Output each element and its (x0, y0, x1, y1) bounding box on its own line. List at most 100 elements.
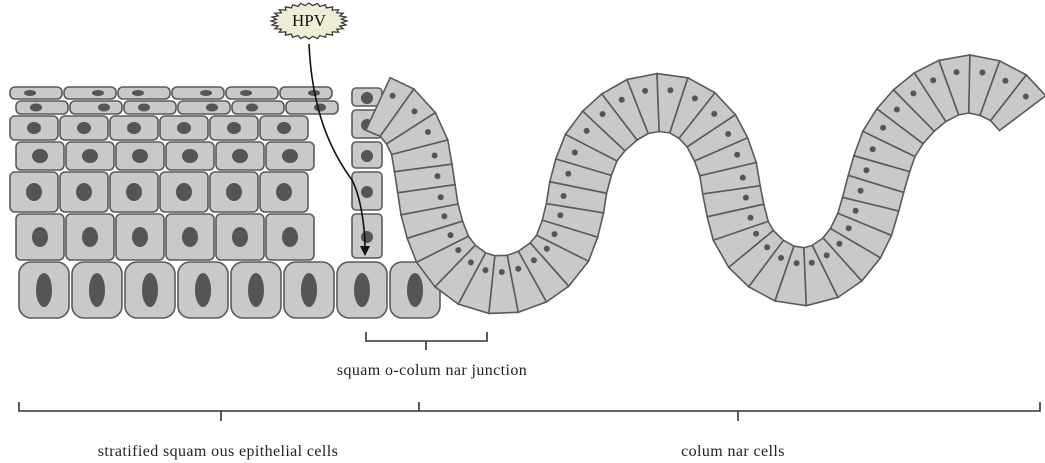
cell-nucleus (227, 122, 241, 134)
cell-nucleus (138, 104, 150, 112)
cell-nucleus (246, 104, 258, 112)
cell-nucleus (132, 149, 148, 163)
cell-nucleus (448, 232, 454, 238)
cell-nucleus (619, 97, 625, 103)
cell-nucleus (600, 111, 606, 117)
cell-nucleus (435, 173, 441, 179)
cell-nucleus (432, 153, 438, 159)
cell-nucleus (894, 107, 900, 113)
cell-nucleus (764, 244, 770, 250)
cell-nucleus (182, 149, 198, 163)
cell-nucleus (142, 273, 158, 307)
squamous-cell (280, 87, 332, 99)
cell-nucleus (127, 122, 141, 134)
cell-nucleus (82, 227, 98, 247)
cell-nucleus (531, 257, 537, 263)
cell-nucleus (412, 108, 418, 114)
cell-nucleus (557, 212, 563, 218)
junction-label: squam o-colum nar junction (337, 362, 527, 379)
cell-nucleus (468, 259, 474, 265)
cell-nucleus (863, 167, 869, 173)
cell-nucleus (809, 260, 815, 266)
cell-nucleus (544, 246, 550, 252)
squamous-cell (64, 87, 116, 99)
cell-nucleus (126, 183, 142, 201)
cell-nucleus (132, 90, 144, 96)
squamous-cell (286, 101, 338, 114)
cell-nucleus (753, 231, 759, 237)
cell-nucleus (711, 111, 717, 117)
cell-nucleus (667, 87, 673, 93)
cell-nucleus (858, 188, 864, 194)
cell-nucleus (77, 122, 91, 134)
cell-nucleus (824, 252, 830, 258)
cell-nucleus (836, 241, 842, 247)
cell-nucleus (910, 90, 916, 96)
cell-nucleus (27, 122, 41, 134)
cell-nucleus (26, 183, 42, 201)
cell-nucleus (565, 171, 571, 177)
columnar-label: colum nar cells (681, 443, 785, 460)
cell-nucleus (979, 70, 985, 76)
cell-nucleus (132, 227, 148, 247)
cell-nucleus (725, 131, 731, 137)
cell-nucleus (407, 273, 423, 307)
cell-nucleus (441, 213, 447, 219)
cell-nucleus (880, 125, 886, 131)
cell-nucleus (552, 231, 558, 237)
cell-nucleus (182, 227, 198, 247)
cell-nucleus (76, 183, 92, 201)
cell-nucleus (89, 273, 105, 307)
cell-nucleus (1002, 78, 1008, 84)
cell-nucleus (853, 208, 859, 214)
cell-nucleus (24, 90, 36, 96)
cell-nucleus (354, 273, 370, 307)
cell-nucleus (32, 149, 48, 163)
cell-nucleus (361, 150, 373, 162)
squamous-cell (172, 87, 224, 99)
cell-nucleus (584, 128, 590, 134)
columnar-cell-band (366, 55, 1045, 313)
cell-nucleus (483, 267, 489, 273)
hpv-badge: HPV (271, 3, 347, 39)
cell-nucleus (32, 227, 48, 247)
cell-nucleus (425, 129, 431, 135)
cell-nucleus (232, 149, 248, 163)
cell-nucleus (361, 92, 373, 104)
cell-nucleus (195, 273, 211, 307)
cell-nucleus (778, 255, 784, 261)
junction-bracket-line (366, 332, 487, 350)
cell-nucleus (455, 247, 461, 253)
cell-nucleus (226, 183, 242, 201)
squamous-cell (178, 101, 230, 114)
cell-nucleus (361, 231, 373, 243)
cell-nucleus (642, 88, 648, 94)
cell-nucleus (248, 273, 264, 307)
cell-nucleus (361, 186, 373, 198)
cell-nucleus (240, 90, 252, 96)
cell-nucleus (30, 104, 42, 112)
cell-nucleus (794, 260, 800, 266)
cell-nucleus (314, 104, 326, 112)
cell-nucleus (846, 225, 852, 231)
cell-nucleus (282, 149, 298, 163)
cell-nucleus (561, 193, 567, 199)
squamous-label: stratified squam ous epithelial cells (98, 443, 339, 460)
cell-nucleus (954, 69, 960, 75)
region-bracket: stratified squam ous epithelial cells co… (19, 402, 1040, 460)
cell-nucleus (692, 95, 698, 101)
cell-nucleus (36, 273, 52, 307)
cell-nucleus (277, 122, 291, 134)
cell-nucleus (98, 104, 110, 112)
cell-nucleus (748, 215, 754, 221)
cell-nucleus (301, 273, 317, 307)
cell-nucleus (870, 146, 876, 152)
cell-nucleus (200, 90, 212, 96)
cell-nucleus (515, 266, 521, 272)
cell-nucleus (232, 227, 248, 247)
cell-nucleus (1023, 94, 1029, 100)
cell-nucleus (177, 122, 191, 134)
cell-nucleus (734, 152, 740, 158)
